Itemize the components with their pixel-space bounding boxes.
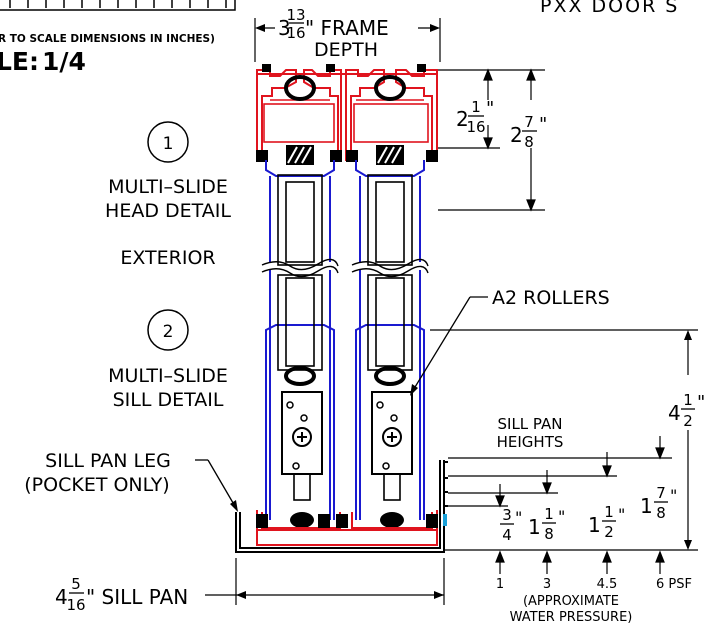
panel-bottom-seals	[284, 366, 406, 386]
head-dim-b-den: 8	[524, 133, 534, 151]
height-2-den: 2	[604, 523, 614, 541]
rollers-callout: A2 ROLLERS	[410, 287, 610, 396]
height-3-num: 7	[656, 484, 666, 502]
head-dim-b-unit: "	[539, 114, 547, 135]
head-dim-a-den: 16	[466, 118, 485, 136]
height-3-den: 8	[656, 504, 666, 522]
head-dim-a-num: 1	[471, 98, 481, 116]
overall-height-whole: 4	[668, 401, 681, 425]
pressure-values: 1 3 4.5 6 PSF (APPROXIMATE WATER PRESSUR…	[496, 577, 692, 625]
callout-sill-line2: SILL DETAIL	[113, 389, 224, 411]
pressure-0: 1	[496, 577, 504, 592]
sill-seals	[256, 514, 438, 528]
panel-right	[355, 160, 425, 520]
head-dim-a-unit: "	[486, 98, 494, 119]
sill-pan-leg-callout: SILL PAN LEG (POCKET ONLY)	[24, 450, 238, 512]
sill-pan-width-dimension: 4 5 16 " SILL PAN	[55, 558, 445, 614]
head-dim-a: 2 1 16 "	[456, 98, 494, 136]
head-seals	[256, 64, 438, 165]
frame-depth-whole: 3	[278, 16, 291, 40]
sill-pan-heights-line1: SILL PAN	[498, 415, 563, 433]
frame-depth-line2: DEPTH	[314, 39, 378, 61]
callout-sill-number: 2	[163, 322, 174, 342]
height-3-unit: "	[670, 486, 677, 505]
height-3-whole: 1	[640, 494, 653, 518]
height-leader-lines	[448, 436, 672, 574]
head-dim-a-whole: 2	[456, 107, 469, 131]
height-0-num: 3	[502, 506, 512, 524]
scale-prefix: LE:	[0, 47, 39, 76]
glass-units	[261, 174, 429, 371]
head-dim-b-whole: 2	[510, 123, 523, 147]
height-1-num: 1	[544, 505, 554, 523]
sill-pan-whole: 4	[55, 585, 68, 609]
overall-height-unit: "	[697, 392, 705, 413]
frame-depth-suffix: " FRAME	[305, 16, 389, 40]
head-height-dimensions	[438, 68, 545, 212]
head-dim-b: 2 7 8 "	[510, 113, 547, 151]
callout-head: 1 MULTI–SLIDE HEAD DETAIL	[105, 121, 231, 222]
pressure-3: 6 PSF	[656, 577, 692, 592]
height-2-unit: "	[618, 505, 625, 524]
panel-left	[265, 160, 335, 520]
height-1-7-8: 1 7 8 "	[640, 484, 677, 522]
frame-depth-den: 16	[286, 24, 305, 42]
scale-note: R TO SCALE DIMENSIONS IN INCHES)	[0, 33, 215, 45]
rollers	[281, 391, 413, 528]
height-0-unit: "	[515, 508, 522, 527]
callout-head-number: 1	[163, 134, 174, 154]
height-1-whole: 1	[528, 515, 541, 539]
overall-height-dimension: 4 1 2 "	[430, 329, 705, 551]
pressure-2: 4.5	[597, 577, 618, 592]
pressure-1: 3	[543, 577, 551, 592]
pressure-caption-line1: (APPROXIMATE	[523, 594, 619, 609]
document-title: PXX DOOR S	[540, 0, 679, 17]
callout-head-line2: HEAD DETAIL	[105, 200, 231, 222]
frame-depth-dimension: 3 13 16 " FRAME DEPTH	[254, 6, 441, 62]
rollers-label: A2 ROLLERS	[492, 287, 610, 309]
overall-height-den: 2	[683, 412, 693, 430]
scale-value: 1/4	[42, 47, 86, 76]
sill-pan	[235, 460, 448, 553]
height-1-den: 8	[544, 525, 554, 543]
exterior-label: EXTERIOR	[120, 247, 215, 269]
sill-pan-heights-line2: HEIGHTS	[497, 433, 564, 451]
sill-pan-num: 5	[71, 575, 81, 593]
height-2-num: 1	[604, 503, 614, 521]
pressure-caption-line2: WATER PRESSURE)	[510, 610, 633, 625]
head-frame	[256, 69, 438, 161]
callout-sill-line1: MULTI–SLIDE	[108, 365, 228, 387]
sill-pan-den: 16	[66, 596, 85, 614]
height-3-4: 3 4 "	[500, 506, 522, 544]
sill-pan-leg-line2: (POCKET ONLY)	[24, 474, 169, 496]
height-1-unit: "	[558, 507, 565, 526]
overall-height-num: 1	[683, 391, 693, 409]
callout-sill: 2 MULTI–SLIDE SILL DETAIL	[108, 309, 228, 411]
head-dim-b-num: 7	[524, 113, 534, 131]
frame-depth-num: 13	[286, 6, 305, 24]
height-1-1-2: 1 1 2 "	[588, 503, 625, 541]
callout-head-line1: MULTI–SLIDE	[108, 176, 228, 198]
height-1-1-8: 1 1 8 "	[528, 505, 565, 543]
sill-pan-suffix: " SILL PAN	[86, 585, 188, 609]
height-0-den: 4	[502, 526, 512, 544]
sill-pan-weep	[443, 514, 447, 526]
sill-pan-leg-line1: SILL PAN LEG	[45, 450, 171, 472]
height-2-whole: 1	[588, 513, 601, 537]
scale-bar	[0, 0, 236, 11]
